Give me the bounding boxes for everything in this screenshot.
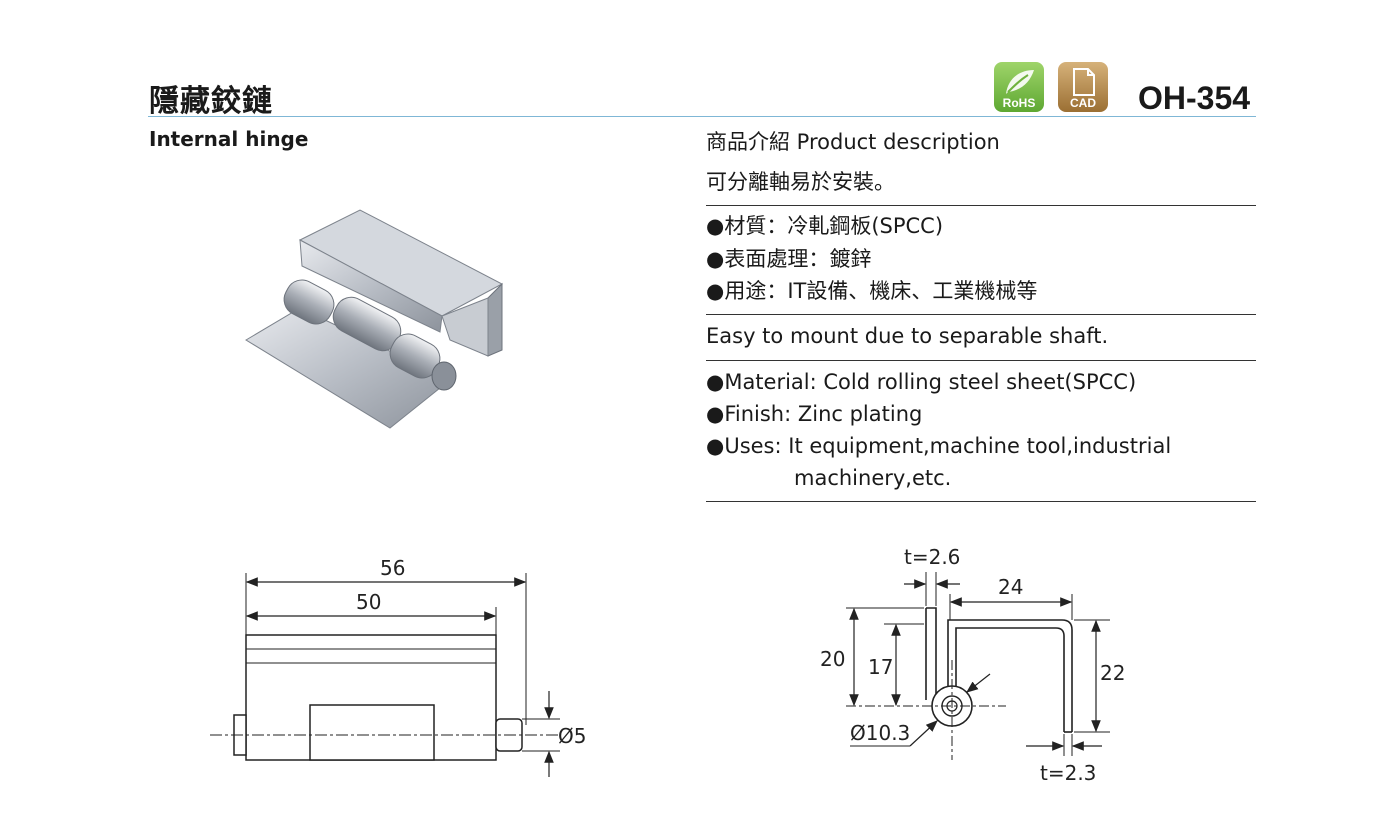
cad-badge[interactable]: CAD	[1058, 62, 1108, 112]
spec-material-cn: ●材質：冷軋鋼板(SPCC)	[706, 214, 944, 238]
feature-en: Easy to mount due to separable shaft.	[706, 324, 1109, 348]
divider	[706, 501, 1256, 502]
divider	[706, 205, 1256, 206]
divider	[706, 360, 1256, 361]
dim-width: 24	[998, 575, 1023, 599]
spec-material-en: ●Material: Cold rolling steel sheet(SPCC…	[706, 370, 1137, 394]
spec-uses-cn: ●用途：IT設備、機床、工業機械等	[706, 279, 1038, 303]
cad-badge-label: CAD	[1070, 96, 1096, 110]
dim-overall-length: 56	[380, 556, 405, 580]
feature-cn: 可分離軸易於安裝。	[706, 170, 895, 194]
page-title: 隱藏鉸鏈	[149, 84, 273, 119]
spec-uses-en: ●Uses: It equipment,machine tool,industr…	[706, 434, 1172, 458]
dim-height-outer: 20	[820, 647, 845, 671]
front-view-drawing: 56 50 Ø5	[210, 556, 586, 777]
dim-thickness-top: t=2.6	[904, 545, 960, 569]
description-heading: 商品介紹 Product description	[706, 130, 1000, 154]
rohs-badge: RoHS	[994, 62, 1044, 112]
dim-height-right: 22	[1100, 661, 1125, 685]
rohs-badge-label: RoHS	[1002, 96, 1036, 110]
title-divider	[148, 116, 1256, 117]
model-number: OH-354	[1138, 80, 1251, 116]
cad-file-icon	[1073, 68, 1095, 96]
product-photo	[245, 209, 504, 429]
dim-thickness-bottom: t=2.3	[1040, 761, 1096, 785]
dim-height-inner: 17	[868, 655, 893, 679]
dim-leaf-length: 50	[356, 590, 381, 614]
dim-knuckle-diameter: Ø10.3	[850, 721, 910, 745]
spec-finish-en: ●Finish: Zinc plating	[706, 402, 923, 426]
divider	[706, 314, 1256, 315]
dim-pin-diameter: Ø5	[558, 724, 586, 748]
spec-finish-cn: ●表面處理：鍍鋅	[706, 247, 872, 271]
spec-uses-en-continued: machinery,etc.	[794, 466, 952, 490]
rohs-leaf-icon	[1006, 70, 1034, 94]
page-subtitle: Internal hinge	[149, 127, 309, 151]
side-view-drawing: t=2.6 24 20 17 22 Ø10.3 t=2.3	[820, 545, 1125, 785]
